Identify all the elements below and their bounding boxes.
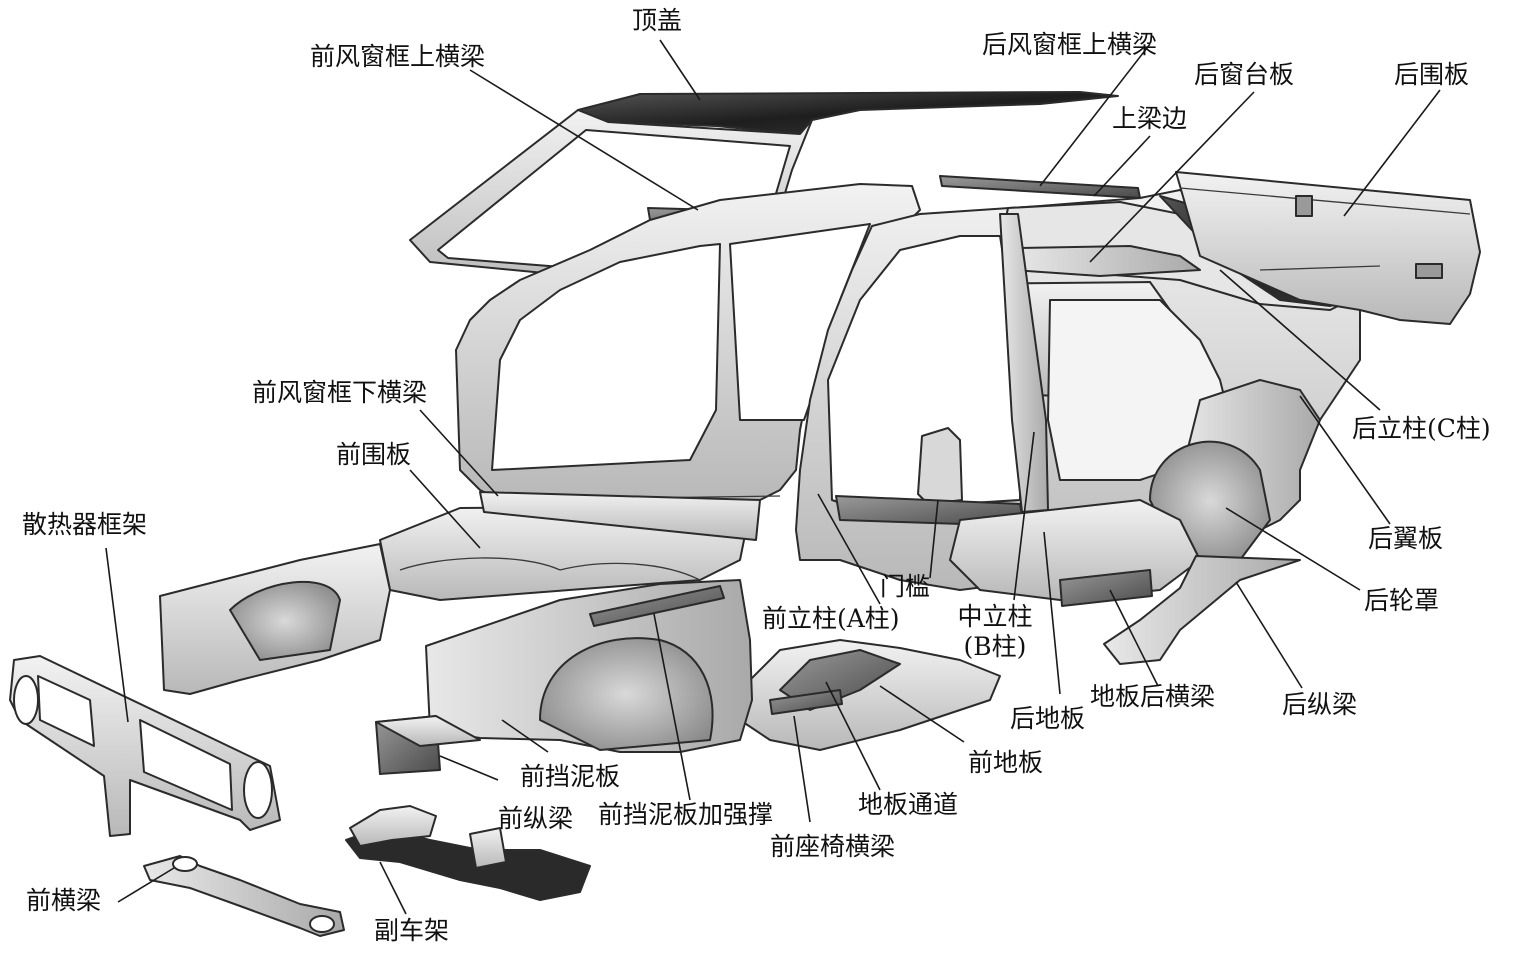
rear-panel-part: [1175, 171, 1481, 325]
label-front-seat-crossmember: 前座椅横梁: [770, 832, 896, 861]
label-windshield-lower-rail: 前风窗框下横梁: [252, 378, 428, 407]
label-b-pillar-line1: 中立柱: [957, 602, 1033, 631]
label-dash-panel: 前围板: [336, 440, 412, 469]
label-front-crossmember: 前横梁: [26, 886, 102, 915]
label-subframe: 副车架: [374, 916, 450, 945]
label-b-pillar: 中立柱 (B柱): [950, 602, 1040, 662]
label-rear-side-member: 后纵梁: [1282, 690, 1358, 719]
label-floor-tunnel: 地板通道: [858, 790, 959, 819]
body-side-left: [455, 183, 921, 501]
roof-part: [577, 91, 1119, 135]
label-rear-panel: 后围板: [1394, 60, 1470, 89]
label-rear-window-upper-rail: 后风窗框上横梁: [982, 30, 1158, 59]
front-fender-apron-part: [425, 579, 753, 753]
label-front-floor: 前地板: [968, 748, 1044, 777]
label-rear-parcel-shelf: 后窗台板: [1194, 60, 1295, 89]
label-apron-reinforcement: 前挡泥板加强撑: [598, 800, 774, 829]
label-rear-floor: 后地板: [1010, 704, 1086, 733]
label-rear-floor-crossmember: 地板后横梁: [1090, 682, 1216, 711]
left-inner-fender: [159, 543, 391, 695]
label-roof: 顶盖: [632, 6, 683, 35]
label-rear-wheelhouse: 后轮罩: [1364, 586, 1440, 615]
radiator-support-part: [9, 655, 281, 837]
leader-lines: [105, 39, 1441, 915]
label-roof-side-rail: 上梁边: [1112, 104, 1188, 133]
label-door-sill: 门槛: [880, 572, 931, 601]
label-c-pillar: 后立柱(C柱): [1352, 414, 1491, 443]
label-front-side-member: 前纵梁: [498, 804, 574, 833]
label-b-pillar-line2: (B柱): [963, 632, 1027, 661]
front-side-member-part: [375, 715, 481, 775]
label-front-fender-apron: 前挡泥板: [520, 762, 621, 791]
front-floor-part: [739, 639, 1001, 751]
label-a-pillar: 前立柱(A柱): [762, 604, 900, 633]
label-rear-quarter-panel: 后翼板: [1368, 524, 1444, 553]
subframe-part: [345, 805, 591, 901]
rear-side-member-part: [1103, 555, 1301, 665]
label-windshield-upper-rail: 前风窗框上横梁: [310, 42, 486, 71]
front-crossmember-part: [143, 855, 345, 937]
label-radiator-support: 散热器框架: [22, 510, 148, 539]
